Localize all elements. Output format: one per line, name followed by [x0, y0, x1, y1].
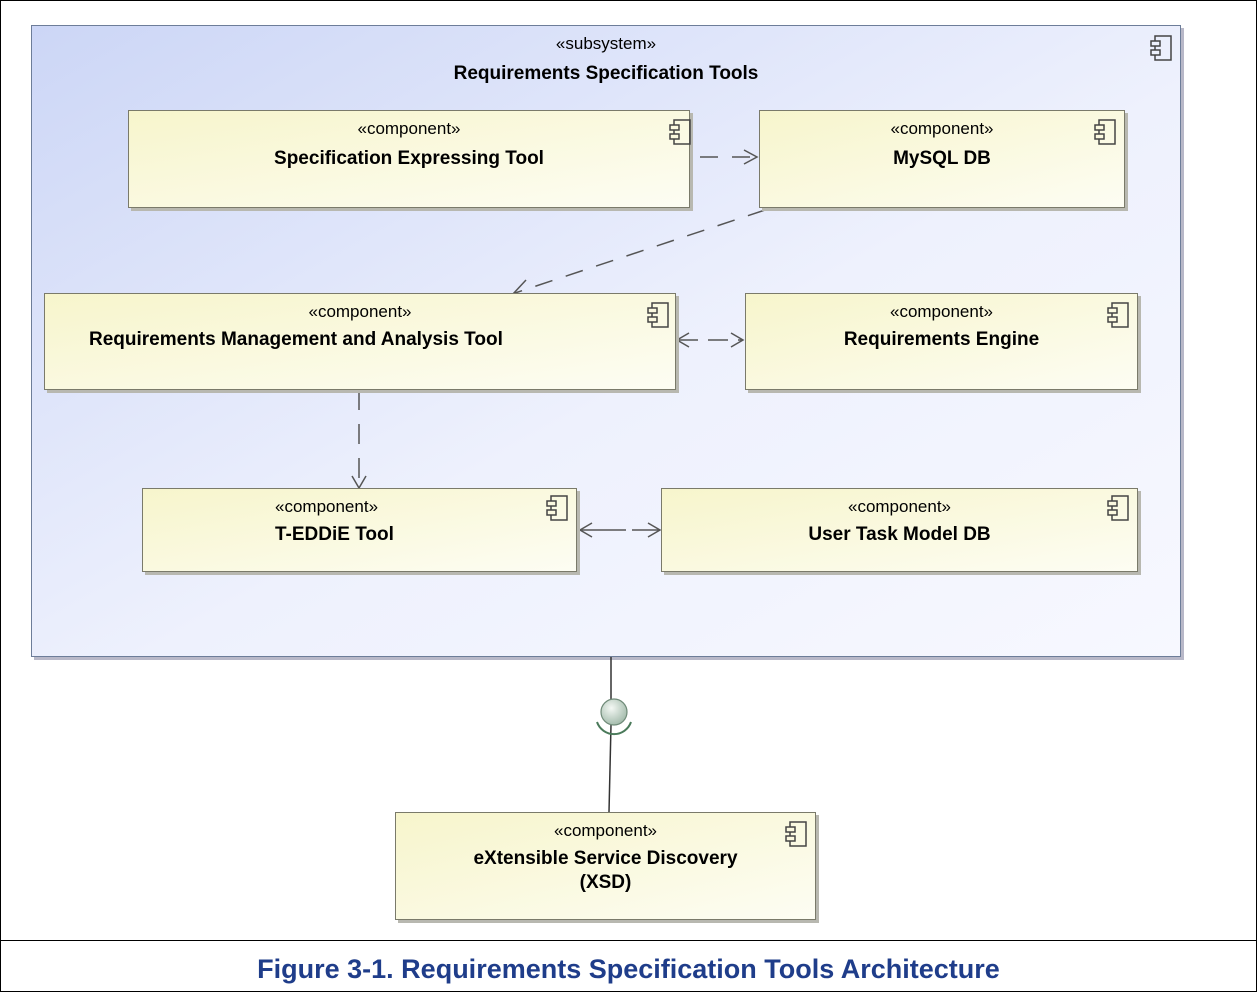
component-stereotype: «component»	[847, 497, 952, 516]
component-requirements-management-and-analysis-tool[interactable]: «component» Requirements Management and …	[44, 293, 676, 390]
component-stereotype: «component»	[553, 821, 658, 840]
component-name-line1: eXtensible Service Discovery	[473, 848, 738, 869]
component-icon	[785, 821, 807, 847]
arrowhead-usertask-right	[647, 522, 662, 538]
component-name-line2: (XSD)	[579, 872, 632, 893]
component-name: User Task Model DB	[808, 524, 991, 545]
component-stereotype: «component»	[890, 119, 994, 138]
arrowhead-reqmgmt-left	[675, 332, 690, 348]
subsystem-stereotype: «subsystem»	[555, 34, 657, 53]
arrowhead-mysql	[743, 149, 759, 165]
component-icon	[669, 119, 691, 145]
component-name: Requirements Engine	[843, 329, 1040, 350]
interface-required-line	[608, 724, 612, 813]
figure-caption: Figure 3-1. Requirements Specification T…	[257, 954, 1000, 984]
component-name: MySQL DB	[893, 148, 991, 169]
component-user-task-model-db[interactable]: «component» User Task Model DB	[661, 488, 1138, 572]
component-stereotype: «component»	[308, 302, 412, 321]
arrowhead-teddie-left	[578, 522, 593, 538]
caption-divider	[0, 940, 1257, 941]
component-requirements-engine[interactable]: «component» Requirements Engine	[745, 293, 1138, 390]
component-stereotype: «component»	[275, 497, 379, 516]
component-stereotype: «component»	[357, 119, 461, 138]
component-name: Specification Expressing Tool	[274, 148, 544, 169]
component-icon	[546, 495, 568, 521]
component-specification-expressing-tool[interactable]: «component» Specification Expressing Too…	[128, 110, 691, 208]
component-t-eddie-tool[interactable]: «component» T-EDDiE Tool	[142, 488, 577, 572]
component-icon	[1107, 495, 1129, 521]
subsystem-name: Requirements Specification Tools	[453, 63, 759, 84]
component-icon	[1150, 35, 1172, 61]
component-name: T-EDDiE Tool	[275, 524, 394, 545]
component-mysql-db[interactable]: «component» MySQL DB	[759, 110, 1125, 208]
required-socket	[596, 721, 632, 736]
component-icon	[1107, 302, 1129, 328]
component-extensible-service-discovery[interactable]: «component» eXtensible Service Discovery…	[395, 812, 816, 920]
component-stereotype: «component»	[889, 302, 994, 321]
provided-interface-ball	[600, 698, 628, 726]
component-icon	[647, 302, 669, 328]
component-icon	[1094, 119, 1116, 145]
component-name: Requirements Management and Analysis Too…	[89, 329, 503, 350]
arrowhead-engine-right	[730, 332, 745, 348]
dependency-mysql-to-reqmgmt	[514, 209, 766, 294]
